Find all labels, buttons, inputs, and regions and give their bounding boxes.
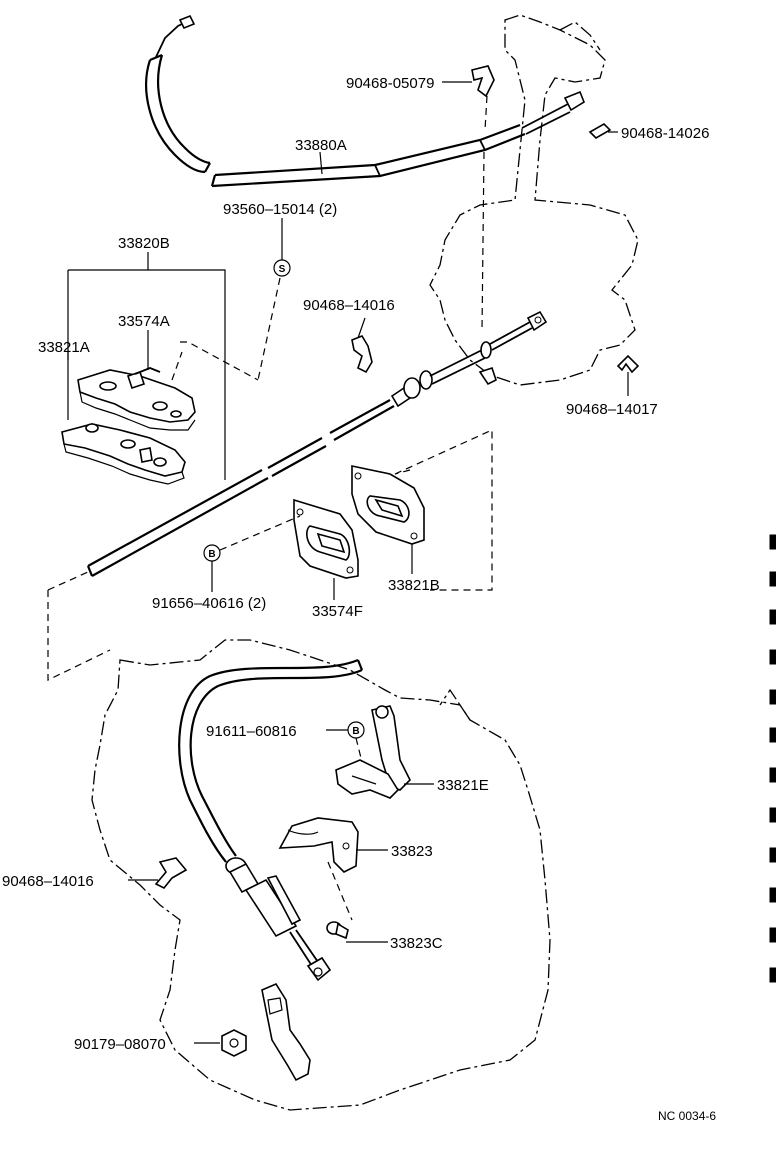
label-91611-60816: 91611–60816 <box>206 723 297 740</box>
label-33821a: 33821A <box>38 339 90 356</box>
symbol-b-text-top: B <box>208 549 215 560</box>
label-90468-05079: 90468-05079 <box>346 75 434 92</box>
clip-90468-14016-bottom <box>128 857 188 890</box>
label-90468-14017: 90468–14017 <box>566 401 658 418</box>
label-33574f: 33574F <box>312 603 363 620</box>
lower-transmission-outline <box>91 639 551 1111</box>
long-shift-cable <box>86 310 548 577</box>
label-33823: 33823 <box>391 843 433 860</box>
symbol-b-marker-top: B <box>203 515 301 592</box>
bolt-33823c <box>326 921 388 943</box>
plate-33574f <box>293 498 359 600</box>
label-33820b: 33820B <box>118 235 170 252</box>
symbol-s-marker: S <box>257 218 291 381</box>
cable-33880a <box>145 14 585 188</box>
edge-scan-marks <box>769 534 776 983</box>
bracket-33574a <box>77 367 196 431</box>
lower-shift-cable <box>178 658 364 982</box>
bracket-bracket-group <box>67 252 259 480</box>
label-90468-14016-bottom: 90468–14016 <box>2 873 94 890</box>
label-90468-14016-top: 90468–14016 <box>303 297 395 314</box>
label-33574a: 33574A <box>118 313 170 330</box>
mounting-plate-lower <box>261 982 311 1082</box>
guide-line-clip-05079 <box>484 95 488 131</box>
label-33821e: 33821E <box>437 777 489 794</box>
label-93560-15014: 93560–15014 (2) <box>223 201 337 218</box>
label-33821b: 33821B <box>388 577 440 594</box>
label-90468-14026: 90468-14026 <box>621 125 709 142</box>
clip-90468-14016-top <box>351 317 373 374</box>
symbol-b-marker-bottom: B <box>326 721 365 763</box>
clip-90468-14017 <box>616 354 640 396</box>
clip-90468-05079 <box>442 65 495 98</box>
label-33823c: 33823C <box>390 935 443 952</box>
leader-33880a <box>319 151 323 175</box>
clip-90468-14026 <box>588 123 618 139</box>
guide-box-dashed <box>47 429 493 681</box>
label-90179-08070: 90179–08070 <box>74 1036 166 1053</box>
lever-33821e <box>335 705 434 799</box>
plate-33821b <box>351 465 425 574</box>
label-91656-40616: 91656–40616 (2) <box>152 595 266 612</box>
guide-line-cable-down <box>481 151 485 331</box>
figure-code: NC 0034-6 <box>658 1109 716 1123</box>
symbol-s-text: S <box>279 264 286 275</box>
nut-90179-08070 <box>194 1029 247 1057</box>
upper-transmission-outline <box>429 14 639 386</box>
bracket-33823 <box>278 817 388 921</box>
symbol-b-text-bottom: B <box>352 726 359 737</box>
bracket-33821a <box>61 423 186 485</box>
label-33880a: 33880A <box>295 137 347 154</box>
